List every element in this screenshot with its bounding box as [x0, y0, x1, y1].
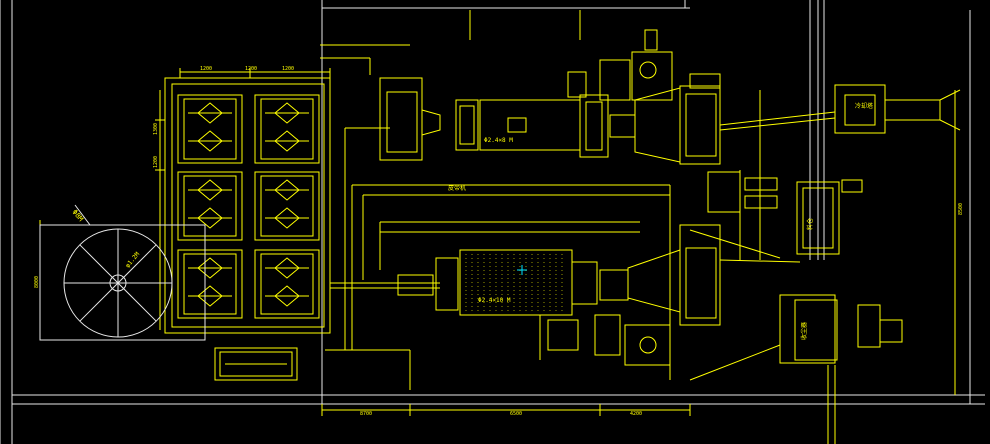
silo-cell[interactable]	[254, 171, 320, 241]
dim-top-mid: 1200	[245, 66, 257, 72]
dim-bottom-1: 8700	[360, 411, 372, 417]
dust-collector-label: 收尘器	[800, 322, 808, 340]
dim-bottom-3: 4200	[630, 411, 642, 417]
silo-cell[interactable]	[254, 249, 320, 319]
feeder-box[interactable]	[214, 347, 298, 381]
dim-top-right: 1200	[282, 66, 294, 72]
silo-cell[interactable]	[177, 94, 243, 164]
dim-left-1: 1300	[153, 123, 159, 135]
tank-label: 料仓	[806, 218, 814, 230]
right-equipment[interactable]	[707, 84, 961, 444]
bin-diameter-label: Φ8M	[70, 208, 84, 223]
upper-ball-mill[interactable]	[379, 29, 721, 165]
dim-circle-height: 8000	[34, 276, 40, 288]
lower-ball-mill[interactable]	[397, 224, 721, 366]
dim-right: 8500	[958, 203, 964, 215]
dim-top-left: 1200	[200, 66, 212, 72]
silo-cell[interactable]	[177, 171, 243, 241]
cooling-tower-label: 冷却塔	[855, 102, 873, 110]
conveyor-lines	[320, 10, 836, 390]
dim-left-2: 1200	[153, 156, 159, 168]
lower-mill-label: Φ2.4×10 M	[478, 297, 511, 304]
silo-cell[interactable]	[254, 94, 320, 164]
conveyor-note: 皮带机	[448, 184, 466, 192]
bin-inner-label: φ1.2M	[124, 251, 141, 270]
upper-mill-label: Φ2.4×8 M	[484, 137, 513, 144]
silo-cell[interactable]	[177, 249, 243, 319]
dim-bottom-2: 6500	[510, 411, 522, 417]
silo-array[interactable]	[164, 77, 331, 334]
storage-bin-circle[interactable]	[39, 204, 206, 341]
